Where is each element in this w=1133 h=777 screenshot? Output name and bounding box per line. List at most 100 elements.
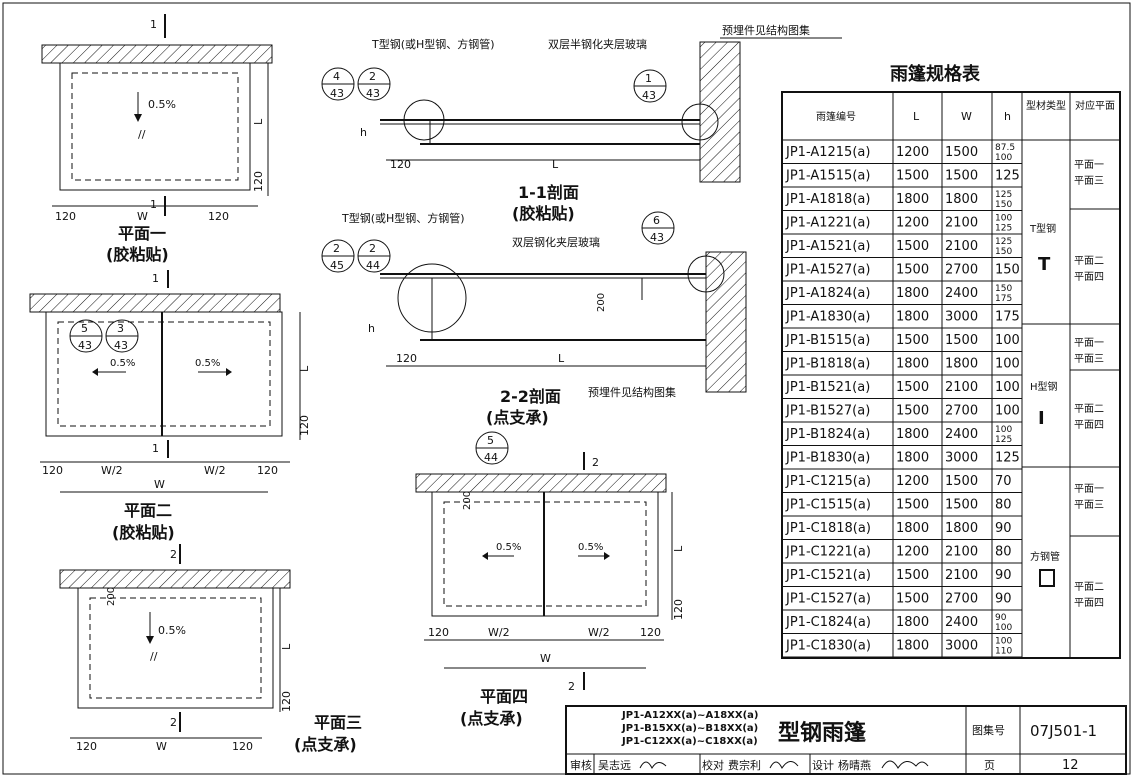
table-cell: 100 [995,357,1020,372]
svg-text:预埋件见结构图集: 预埋件见结构图集 [722,23,810,37]
svg-text:0.5%: 0.5% [195,358,220,369]
table-cell: 3000 [945,639,978,654]
callout-5-44: 5 44 [475,431,509,465]
svg-text:平面一: 平面一 [1074,338,1104,349]
svg-text:0.5%: 0.5% [110,358,135,369]
svg-text:2: 2 [333,242,340,255]
svg-text:L: L [280,643,293,650]
section-2-2: T型钢(或H型钢、方钢管) 双层钢化夹层玻璃 200 h 120 L 预埋件见结… [341,211,747,427]
table-cell-code: JP1-A1215(a) [785,145,870,160]
table-cell: 1500 [945,169,978,184]
table-cell: 1200 [896,145,929,160]
table-cell: 100 [995,214,1012,224]
svg-text:0.5%: 0.5% [496,542,521,553]
table-cell: 1500 [896,568,929,583]
table-cell: 1500 [896,592,929,607]
svg-text:4: 4 [333,70,340,83]
table-cell: 2100 [945,380,978,395]
table-cell: 1800 [896,310,929,325]
table-cell: 1500 [945,498,978,513]
table-cell: 80 [995,498,1012,513]
svg-text:平面三: 平面三 [1074,500,1104,511]
table-title: 雨篷规格表 [890,63,981,85]
table-cell: 80 [995,545,1012,560]
svg-text:120: 120 [252,171,265,192]
table-cell-code: JP1-A1818(a) [785,192,870,207]
svg-text:图集号: 图集号 [972,723,1005,737]
svg-text:200: 200 [596,293,607,312]
sec2-subtitle: (点支承) [486,408,549,427]
page-number: 12 [1062,758,1079,773]
table-cell: 100 [995,637,1012,647]
table-cell-code: JP1-C1221(a) [785,545,871,560]
table-cell: 1500 [896,498,929,513]
svg-text:120: 120 [428,626,449,639]
svg-text:45: 45 [330,259,344,272]
svg-text:1: 1 [150,198,157,211]
table-cell-code: JP1-C1527(a) [785,592,871,607]
table-cell: 90 [995,568,1012,583]
table-cell: 150 [995,200,1012,210]
table-cell: 1500 [945,145,978,160]
table-cell-code: JP1-A1221(a) [785,216,870,231]
svg-text:43: 43 [366,87,380,100]
svg-text:L: L [298,365,311,372]
svg-text:h: h [360,126,367,139]
table-cell-code: JP1-C1515(a) [785,498,871,513]
table-cell: 2100 [945,216,978,231]
table-cell: 87.5 [995,143,1015,153]
svg-text:2: 2 [369,70,376,83]
table-cell: 1800 [896,639,929,654]
table-cell-code: JP1-C1521(a) [785,568,871,583]
table-cell: 100 [995,380,1020,395]
table-cell: 125 [995,451,1020,466]
wall [699,41,741,183]
svg-text:页: 页 [984,759,995,772]
svg-text:h: h [1004,110,1011,123]
table-cell-code: JP1-B1521(a) [785,380,870,395]
svg-text:预埋件见结构图集: 预埋件见结构图集 [588,385,676,399]
callout-1-43: 1 43 [633,69,667,103]
table-cell: 100 [995,623,1012,633]
plan1-title: 平面一 [118,224,166,243]
table-cell: 100 [995,404,1020,419]
svg-text:L: L [913,110,920,123]
svg-text:1: 1 [152,442,159,455]
table-cell: 1200 [896,474,929,489]
svg-text:平面二: 平面二 [1074,256,1104,267]
svg-text:L: L [672,545,685,552]
table-cell: 2100 [945,545,978,560]
callout-3-43: 3 43 [105,319,139,353]
svg-text:W: W [156,740,167,753]
svg-text:120: 120 [42,464,63,477]
table-cell: 1500 [896,263,929,278]
svg-text:200: 200 [106,587,117,606]
svg-text://: // [138,128,146,141]
svg-text:W: W [961,110,972,123]
svg-text:1: 1 [152,272,159,285]
svg-text:0.5%: 0.5% [148,98,176,111]
svg-text:2: 2 [170,716,177,729]
callout-2-45: 2 45 [321,239,355,273]
table-cell: 100 [995,153,1012,163]
table-cell: 3000 [945,451,978,466]
plan4-title: 平面四 [480,687,528,706]
table-cell: 110 [995,647,1012,657]
table-cell: 1500 [945,474,978,489]
svg-text:120: 120 [208,210,229,223]
table-cell: 90 [995,521,1012,536]
wall-slab [415,473,667,493]
drawing-title: 型钢雨篷 [778,720,866,746]
table-cell: 2700 [945,404,978,419]
svg-text:W: W [154,478,165,491]
table-cell-code: JP1-C1818(a) [785,521,871,536]
svg-text:L: L [558,352,565,365]
table-cell-code: JP1-B1515(a) [785,333,870,348]
svg-text:吴志远: 吴志远 [598,759,631,772]
sec1-title: 1-1剖面 [518,183,579,202]
table-cell: 1800 [896,286,929,301]
svg-text:120: 120 [280,691,293,712]
svg-text:校对: 校对 [702,758,724,772]
table-cell: 1500 [896,169,929,184]
